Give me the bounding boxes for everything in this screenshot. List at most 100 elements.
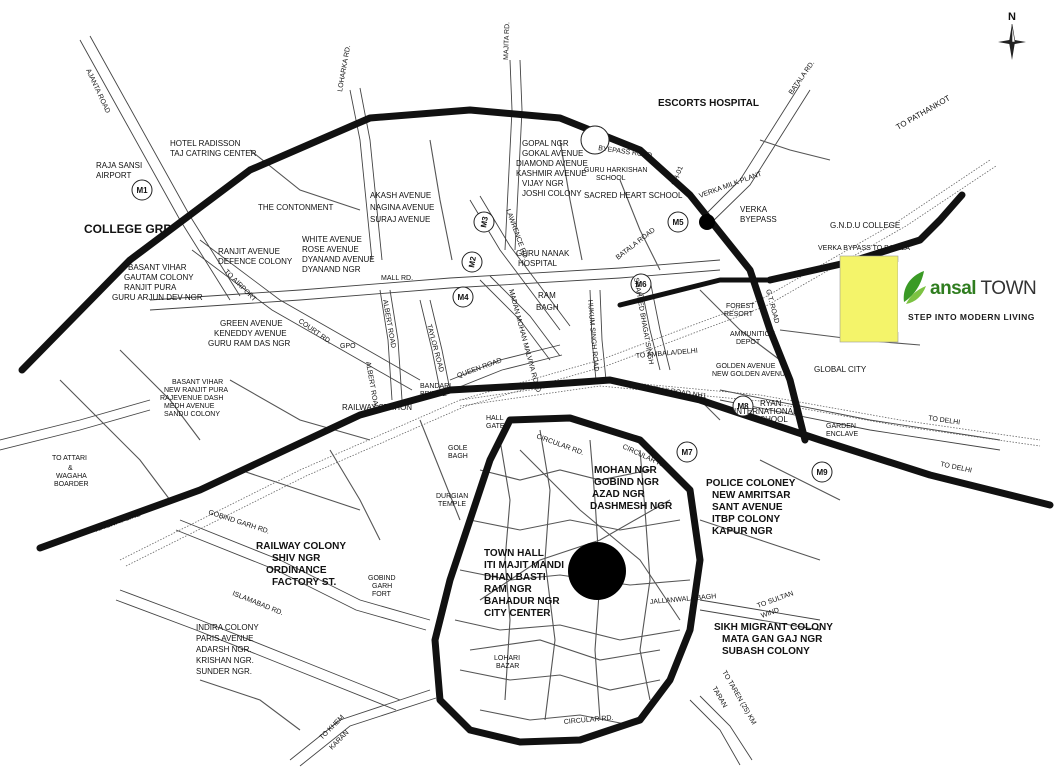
label-wagaha: WAGAHA: [56, 473, 87, 480]
label-police: POLICE COLONEY: [706, 478, 796, 489]
label-guru-ram: GURU RAM DAS NGR: [208, 339, 290, 348]
label-ajanta-road: AJANTA ROAD: [84, 68, 111, 115]
label-sikh: SIKH MIGRANT COLONY: [714, 622, 833, 633]
label-adarsh: ADARSH NGR.: [196, 645, 252, 654]
label-escorts-hospital: ESCORTS HOSPITAL: [658, 98, 759, 109]
label-majitha-road: MAJITA RD.: [503, 22, 511, 60]
label-ammunition: AMMUNITION: [730, 331, 775, 338]
label-to-pathankot: TO PATHANKOT: [895, 93, 952, 131]
label-kashmir: KASHMIR AVENUE: [516, 169, 587, 178]
label-global-city: GLOBAL CITY: [814, 365, 867, 374]
label-town-hall: TOWN HALL: [484, 548, 544, 559]
label-college-grp: COLLEGE GRP: [84, 222, 171, 236]
label-albert-road: ALBERT ROAD: [381, 299, 396, 349]
marker-m9: M9: [811, 461, 833, 483]
label-verka-batala: VERKA BYPASS TO BATALA: [818, 245, 910, 252]
svg-text:M7: M7: [681, 448, 693, 457]
label-green: GREEN AVENUE: [220, 319, 283, 328]
label-dashmesh: DASHMESH NGR: [590, 501, 673, 512]
label-intl: INTERNATIONAL: [734, 407, 798, 416]
label-mall-road: MALL RD.: [381, 275, 413, 282]
marker-m5: M5: [667, 211, 689, 233]
logo-tagline: STEP INTO MODERN LIVING: [908, 312, 1035, 322]
svg-text:M3: M3: [479, 215, 490, 228]
label-joshi: JOSHI COLONY: [522, 189, 582, 198]
label-to-attari: TO ATTARI: [52, 455, 87, 462]
label-queen-road: QUEEN ROAD: [456, 357, 503, 380]
old-city-circular-road: [431, 414, 704, 746]
label-railway-station: RAILWAY STATION: [342, 403, 412, 412]
marker-m2: M2: [461, 251, 483, 273]
label-to-delhi-1: TO DELHI: [928, 415, 961, 426]
label-gopal: GOPAL NGR: [522, 139, 569, 148]
label-hukum-singh-road: HUKUM SINGH ROAD: [586, 300, 599, 372]
city-center-dot: [568, 542, 626, 600]
label-to-airport: TO AIRPORT: [223, 268, 258, 303]
svg-text:M6: M6: [635, 280, 647, 289]
label-forest: FOREST: [726, 303, 755, 310]
logo-brand: ansal TOWN: [930, 278, 1037, 300]
label-jallianwala: JALLANWALA BAGH: [650, 593, 717, 606]
label-guru-arjun: GURU ARJUN DEV NGR: [112, 293, 203, 302]
verka-bypass-to-batala: [766, 191, 966, 284]
label-itbp: ITBP COLONY: [712, 514, 780, 525]
label-defence: DEFENCE COLONY: [218, 257, 293, 266]
label-garden: GARDEN: [826, 423, 856, 430]
escorts-circle: [580, 125, 610, 155]
label-nagina: NAGINA AVENUE: [370, 203, 434, 212]
label-medh: MEDH AVENUE: [164, 403, 215, 410]
svg-text:M2: M2: [467, 255, 478, 268]
label-lohari: LOHARI: [494, 655, 520, 662]
label-indira: INDIRA COLONY: [196, 623, 259, 632]
label-basant-2: BASANT VIHAR: [172, 379, 223, 386]
label-ordinance: ORDINANCE: [266, 565, 327, 576]
label-school-2: SCHOOL: [754, 415, 788, 424]
label-golden: GOLDEN AVENUE: [716, 363, 776, 370]
label-diamond: DIAMOND AVENUE: [516, 159, 588, 168]
label-bridge: BRIDGE: [420, 391, 447, 398]
label-wind: WIND: [760, 607, 780, 620]
label-guru-nanak: GURU NANAK: [516, 249, 570, 258]
marker-m1: M1: [131, 179, 153, 201]
label-radisson: HOTEL RADISSON: [170, 139, 241, 148]
compass-rose: N: [998, 11, 1026, 60]
label-school: SCHOOL: [596, 175, 626, 182]
marker-m8: M8: [732, 395, 754, 417]
label-city-center: CITY CENTER: [484, 608, 551, 619]
label-fort: FORT: [372, 591, 392, 598]
label-paris: PARIS AVENUE: [196, 634, 254, 643]
label-taran: TARAN: [710, 686, 728, 710]
label-nh01: NH-01: [671, 165, 685, 187]
label-bazar: BAZAR: [496, 663, 519, 670]
label-hospital: HOSPITAL: [518, 259, 558, 268]
label-airport: AIRPORT: [96, 171, 132, 180]
old-city-streets: [454, 429, 691, 726]
label-resort: RESORT: [724, 311, 754, 318]
marker-m3: M3: [473, 211, 495, 233]
label-gate: GATE: [486, 423, 505, 430]
label-contonment: THE CONTONMENT: [258, 203, 334, 212]
logo-brand-ansal: ansal: [930, 278, 977, 299]
label-circular-road-3: CIRCULAR RD.: [564, 715, 614, 726]
label-ram-ngr: RAM NGR: [484, 584, 533, 595]
outer-bypass-road: [18, 106, 809, 444]
label-dyanand-ngr: DYANAND NGR: [302, 265, 361, 274]
marker-m6: M6: [630, 273, 652, 295]
label-kennedy: KENEDDY AVENUE: [214, 329, 287, 338]
label-amp: &: [68, 465, 73, 472]
gt-road-to-delhi: [36, 376, 1054, 552]
label-gpo: GPO: [340, 343, 356, 350]
label-sant: SANT AVENUE: [712, 502, 783, 513]
ansal-town-logo: ansal TOWN STEP INTO MODERN LIVING: [898, 262, 1052, 332]
label-depot: DEPOT: [736, 339, 761, 346]
svg-text:M8: M8: [737, 402, 749, 411]
ansal-town-site: [839, 255, 899, 343]
label-rose: ROSE AVENUE: [302, 245, 359, 254]
label-bagh-2: BAGH: [448, 453, 468, 460]
label-rajdev: RAJEVENUE DASH: [160, 395, 223, 402]
svg-text:M4: M4: [457, 293, 469, 302]
label-gobind-garh-road: GOBIND GARH RD.: [207, 509, 270, 535]
logo-brand-town: TOWN: [976, 278, 1037, 299]
label-mata: MATA GAN GAJ NGR: [722, 634, 823, 645]
